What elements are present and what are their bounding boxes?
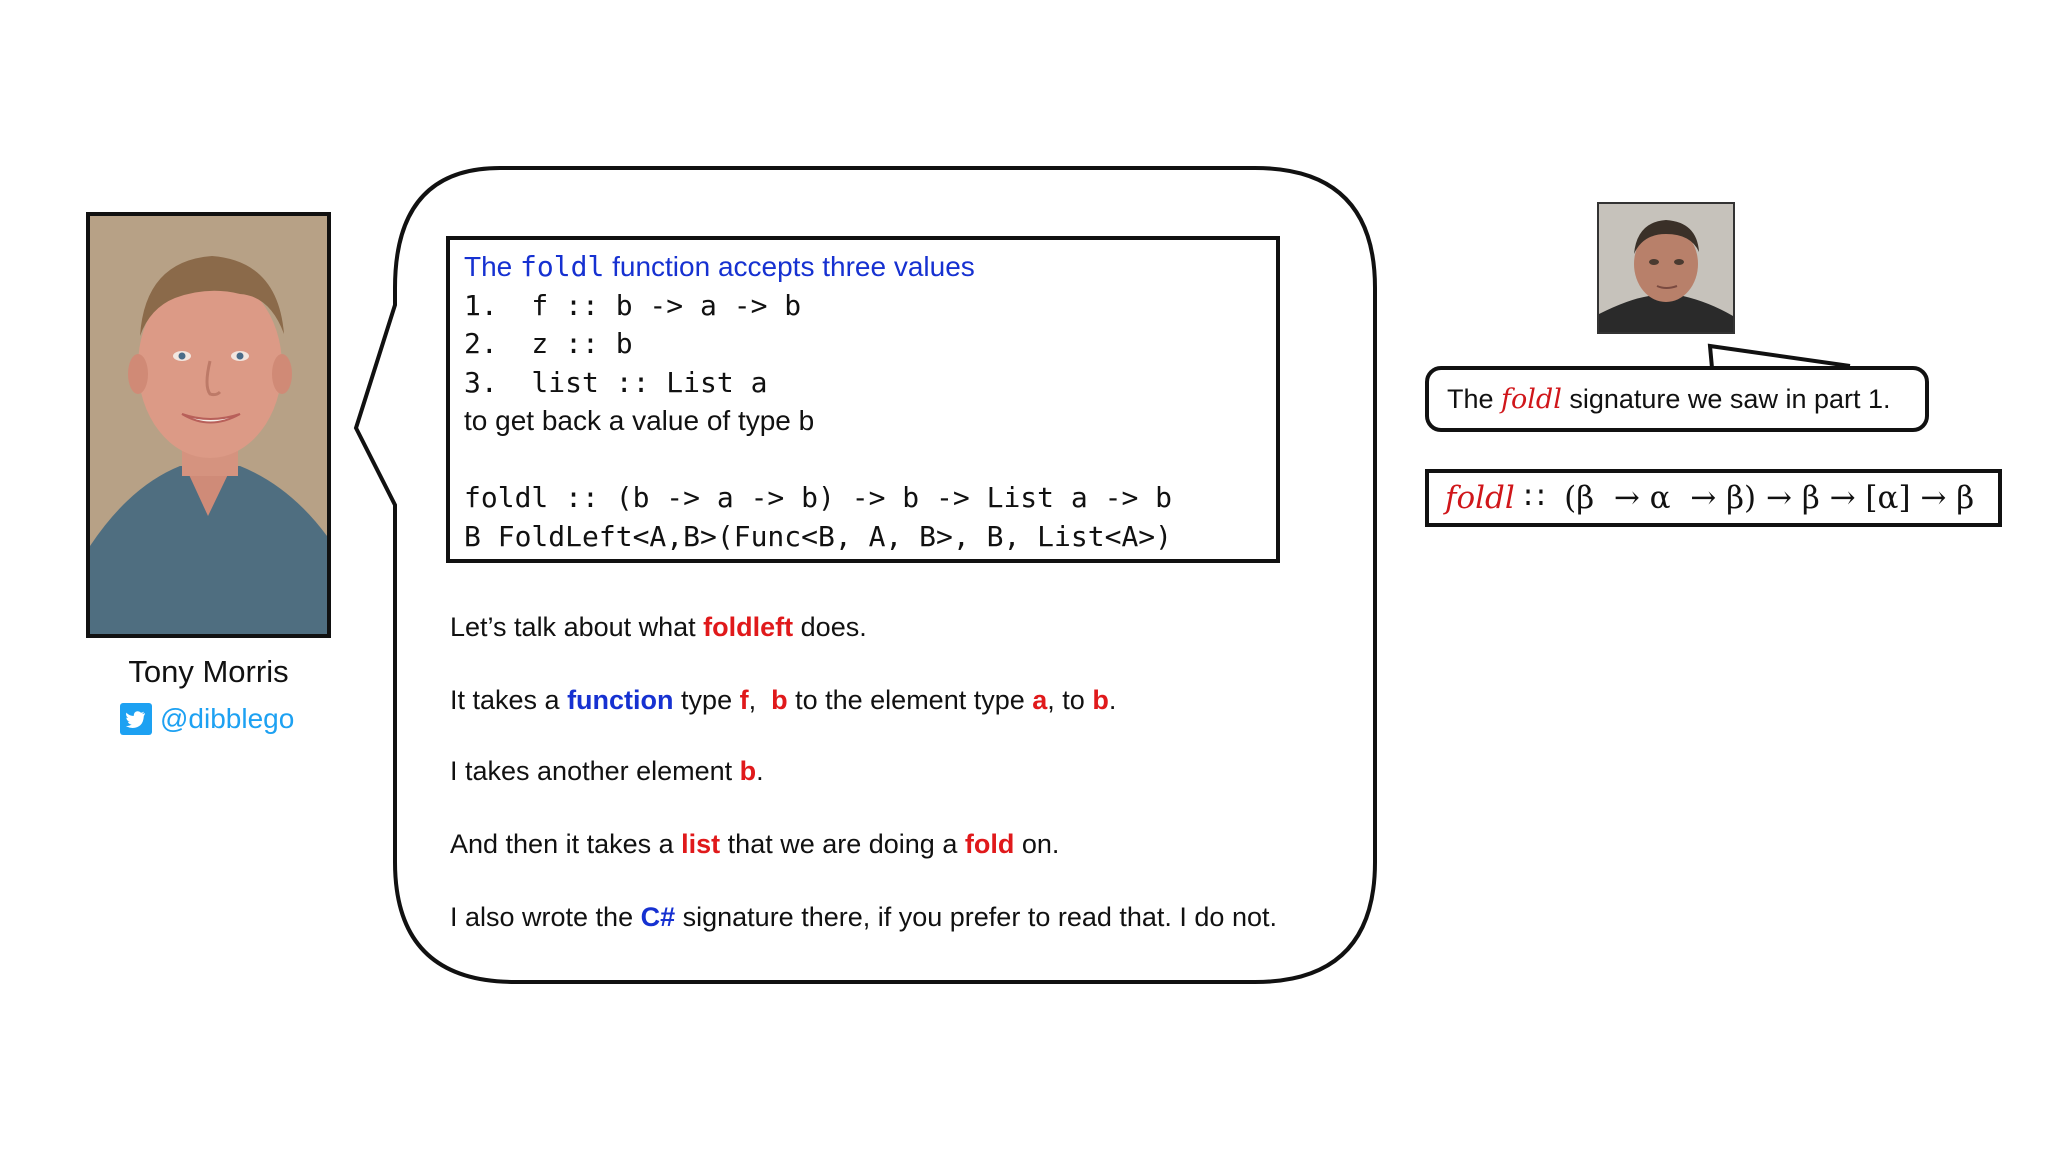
code-signature-haskell: foldl :: (b -> a -> b) -> b -> List a ->… <box>464 481 1173 514</box>
small-speaker-photo <box>1597 202 1735 334</box>
text: It takes a <box>450 685 568 715</box>
text: And then it takes a <box>450 829 682 859</box>
paragraph-5: I also wrote the C# signature there, if … <box>450 902 1277 933</box>
speaker-photo <box>86 212 331 638</box>
text: Let’s talk about what <box>450 612 704 642</box>
code-return-text: to get back a value of type b <box>464 405 815 436</box>
highlight: a <box>1032 685 1048 715</box>
paragraph-1: Let’s talk about what foldleft does. <box>450 612 867 643</box>
highlight: f <box>739 685 749 715</box>
text: on. <box>1014 829 1060 859</box>
highlight: fold <box>964 829 1015 859</box>
caption-prefix: The <box>1447 383 1502 414</box>
text: signature there, if you prefer to read t… <box>675 902 1277 932</box>
text: . <box>756 756 764 786</box>
math-signature: ∷ (β → α → β) → β → [α] → β <box>1514 480 1975 516</box>
text: does. <box>793 612 867 642</box>
text: , to <box>1047 685 1093 715</box>
code-title-function: foldl <box>520 250 605 283</box>
text: , <box>748 685 772 715</box>
highlight: b <box>1092 685 1109 715</box>
highlight: C# <box>640 902 676 932</box>
text: I takes another element <box>450 756 740 786</box>
highlight: function <box>567 685 674 715</box>
code-line-2: 2. z :: b <box>464 327 633 360</box>
code-line-1: 1. f :: b -> a -> b <box>464 288 802 322</box>
caption-function: foldl <box>1501 383 1562 415</box>
highlight: list <box>681 829 721 859</box>
code-signature-csharp: B FoldLeft<A,B>(Func<B, A, B>, B, List<A… <box>464 519 1173 553</box>
code-line-3: 3. list :: List a <box>464 365 768 399</box>
code-title: The foldl function accepts three values <box>464 248 1262 287</box>
paragraph-2: It takes a function type f, b to the ele… <box>450 685 1116 716</box>
code-box: The foldl function accepts three values … <box>446 236 1280 563</box>
paragraph-4: And then it takes a list that we are doi… <box>450 829 1059 860</box>
highlight: b <box>771 685 788 715</box>
caption-suffix: signature we saw in part 1. <box>1561 383 1891 414</box>
text: I also wrote the <box>450 902 641 932</box>
text: . <box>1108 685 1117 715</box>
twitter-link[interactable]: @dibblego <box>120 700 294 738</box>
text: type <box>673 685 740 715</box>
highlight: b <box>739 756 757 786</box>
speaker-name: Tony Morris <box>128 654 289 689</box>
twitter-icon <box>120 703 152 735</box>
code-title-suffix: function accepts three values <box>604 251 975 282</box>
highlight: foldleft <box>703 612 794 642</box>
caption-box: The foldl signature we saw in part 1. <box>1425 366 1929 432</box>
code-title-prefix: The <box>464 251 521 282</box>
math-function-name: foldl <box>1445 480 1515 516</box>
text: that we are doing a <box>720 829 965 859</box>
paragraph-3: I takes another element b. <box>450 756 764 787</box>
twitter-handle: @dibblego <box>160 703 295 734</box>
math-signature-box: foldl ∷ (β → α → β) → β → [α] → β <box>1425 469 2002 527</box>
text: to the element type <box>787 685 1033 715</box>
code-spacer <box>464 441 1262 480</box>
